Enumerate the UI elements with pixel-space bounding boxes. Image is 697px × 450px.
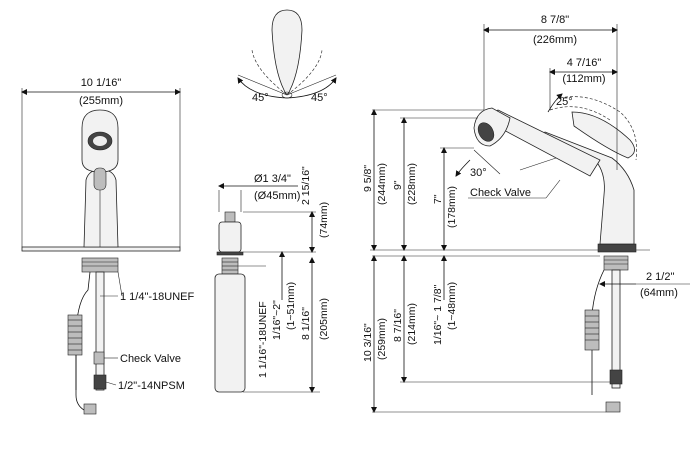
side-supply-fitting <box>609 369 623 385</box>
side-reach-mm: (226mm) <box>533 34 577 46</box>
soap-height-in: 2 15/16" <box>300 166 312 205</box>
side-below-total-in: 10 3/16" <box>362 323 374 362</box>
side-check-valve-label: Check Valve <box>470 187 531 199</box>
side-view: 8 7/8" (226mm) 4 7/16" (112mm) 25° 30° C… <box>362 14 690 413</box>
soap-deck-range-in: 1/16"~2" <box>271 300 283 340</box>
side-base-dia-mm: (64mm) <box>640 287 678 299</box>
side-height2-in: 9" <box>392 180 404 190</box>
side-deck-range-mm: (1~48mm) <box>446 282 458 330</box>
side-total-height-mm: (244mm) <box>376 163 388 205</box>
soap-dispenser-body <box>218 221 242 253</box>
side-shank-nut <box>603 255 629 271</box>
front-check-valve-label: Check Valve <box>120 353 181 365</box>
front-width-in: 10 1/16" <box>81 77 122 89</box>
front-supply-fitting <box>93 374 107 390</box>
soap-height-mm: (74mm) <box>318 202 330 238</box>
front-width-mm: (255mm) <box>79 95 123 107</box>
front-spring-coil <box>67 314 83 356</box>
soap-dia-in: Ø1 3/4" <box>254 173 291 185</box>
front-supply-label: 1/2"-14NPSM <box>118 380 185 392</box>
front-view: 10 1/16" (255mm) 1 1/4"-18UNEF Check Val… <box>21 77 194 415</box>
side-height2-mm: (228mm) <box>406 163 418 205</box>
soap-dispenser-view: Ø1 3/4" (Ø45mm) 2 15/16" (74mm) 1/16"~2"… <box>214 166 330 393</box>
soap-thread-label: 1 1/16"-18UNEF <box>257 301 269 378</box>
soap-below-mm: (205mm) <box>318 298 330 340</box>
top-angle-left: 45° <box>252 92 269 104</box>
top-angle-right: 45° <box>311 92 328 104</box>
soap-below-in: 8 1/16" <box>300 307 312 340</box>
top-handle-shape <box>271 9 303 95</box>
side-handle <box>571 111 635 159</box>
front-shank-nut <box>81 257 119 273</box>
side-below-total-mm: (259mm) <box>376 318 388 360</box>
front-thread-label: 1 1/4"-18UNEF <box>120 291 194 303</box>
soap-deck-range-mm: (1~51mm) <box>285 282 297 330</box>
side-total-height-in: 9 5/8" <box>362 165 374 192</box>
side-reach-in: 8 7/8" <box>541 14 569 26</box>
top-view: 45° 45° <box>237 9 337 104</box>
side-below2-mm: (214mm) <box>406 303 418 345</box>
side-angle-30: 30° <box>470 167 487 179</box>
soap-dia-mm: (Ø45mm) <box>254 190 300 202</box>
side-height3-in: 7" <box>432 194 444 204</box>
side-base <box>597 243 637 253</box>
soap-bottle <box>214 273 246 393</box>
side-below2-in: 8 7/16" <box>392 309 404 342</box>
side-faucet-body <box>539 131 635 245</box>
side-deck-range-in: 1/16"~ 1 7/8" <box>432 284 444 345</box>
front-deck-plate <box>21 246 181 252</box>
soap-pump-head <box>224 211 236 223</box>
side-base-dia-in: 2 1/2" <box>646 271 674 283</box>
side-pullout-in: 4 7/16" <box>567 57 602 69</box>
side-height3-mm: (178mm) <box>446 186 458 228</box>
front-handle <box>93 167 107 191</box>
side-pullout-mm: (112mm) <box>562 73 605 85</box>
front-check-valve <box>93 351 105 365</box>
side-angle-25: 25° <box>556 96 573 108</box>
